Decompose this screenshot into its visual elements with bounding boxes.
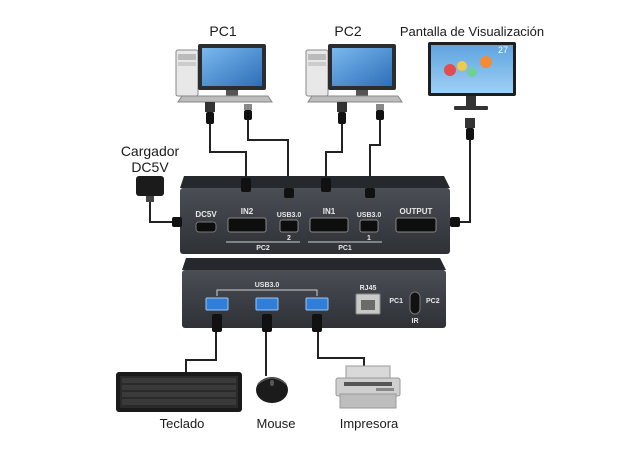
cable-pc2-hdmi	[209, 120, 247, 186]
mouse-device	[256, 377, 288, 403]
front-port2-label: 2	[287, 235, 291, 242]
front-pc1-group-label: PC1	[338, 245, 352, 252]
front-usb3-a-label: USB3.0	[277, 212, 302, 219]
back-pc2-label: PC2	[426, 298, 440, 305]
cable-printer	[317, 332, 365, 368]
keyboard-label: Teclado	[160, 416, 205, 431]
charger-adapter	[136, 176, 164, 202]
front-dc5v-label: DC5V	[195, 210, 217, 219]
kvm-back-panel	[182, 258, 446, 332]
pc2-plugs	[205, 102, 252, 124]
display-label: Pantalla de Visualización	[400, 24, 544, 39]
printer-label: Impresora	[340, 416, 399, 431]
svg-text:27: 27	[498, 45, 508, 55]
front-in2-label: IN2	[241, 207, 254, 216]
pc2-label: PC2	[334, 23, 361, 39]
charger-label-line2: DC5V	[131, 159, 169, 175]
front-port1-label: 1	[367, 235, 371, 242]
usb-a-port-1	[205, 297, 229, 311]
pc-switch-button	[409, 291, 421, 315]
hdmi-output-port	[395, 217, 437, 233]
back-usb3-label: USB3.0	[255, 282, 280, 289]
pc1-computer	[305, 44, 403, 103]
mouse-label: Mouse	[256, 416, 295, 431]
display-monitor: 27	[428, 42, 516, 140]
cable-keyboard	[185, 332, 217, 372]
cable-pc2-usb	[247, 118, 289, 196]
printer-device	[335, 365, 401, 409]
front-usb3-b-label: USB3.0	[357, 212, 382, 219]
front-in1-label: IN1	[323, 207, 336, 216]
usb-a-port-2	[255, 297, 279, 311]
usb-b-port-2	[279, 219, 299, 233]
cable-pc1-hdmi	[325, 120, 343, 186]
pc2-computer	[175, 44, 273, 103]
hdmi-in2-port	[227, 217, 267, 233]
cable-display-hdmi	[452, 138, 471, 223]
back-pc1-label: PC1	[389, 298, 403, 305]
usb-a-port-3	[305, 297, 329, 311]
front-pc2-group-label: PC2	[256, 245, 270, 252]
cable-pc1-usb	[369, 118, 381, 196]
cable-charger	[149, 195, 180, 223]
kvm-front-panel	[172, 176, 460, 254]
charger-label-line1: Cargador	[121, 143, 180, 159]
pc1-label: PC1	[209, 23, 236, 39]
front-output-label: OUTPUT	[400, 207, 433, 216]
pc1-plugs	[337, 102, 384, 124]
hdmi-in1-port	[309, 217, 349, 233]
usb-b-port-1	[359, 219, 379, 233]
cables	[149, 118, 471, 376]
back-ir-label: IR	[412, 318, 419, 325]
back-rj45-label: RJ45	[360, 285, 377, 292]
keyboard-device	[116, 372, 242, 412]
dc5v-port	[195, 221, 217, 233]
